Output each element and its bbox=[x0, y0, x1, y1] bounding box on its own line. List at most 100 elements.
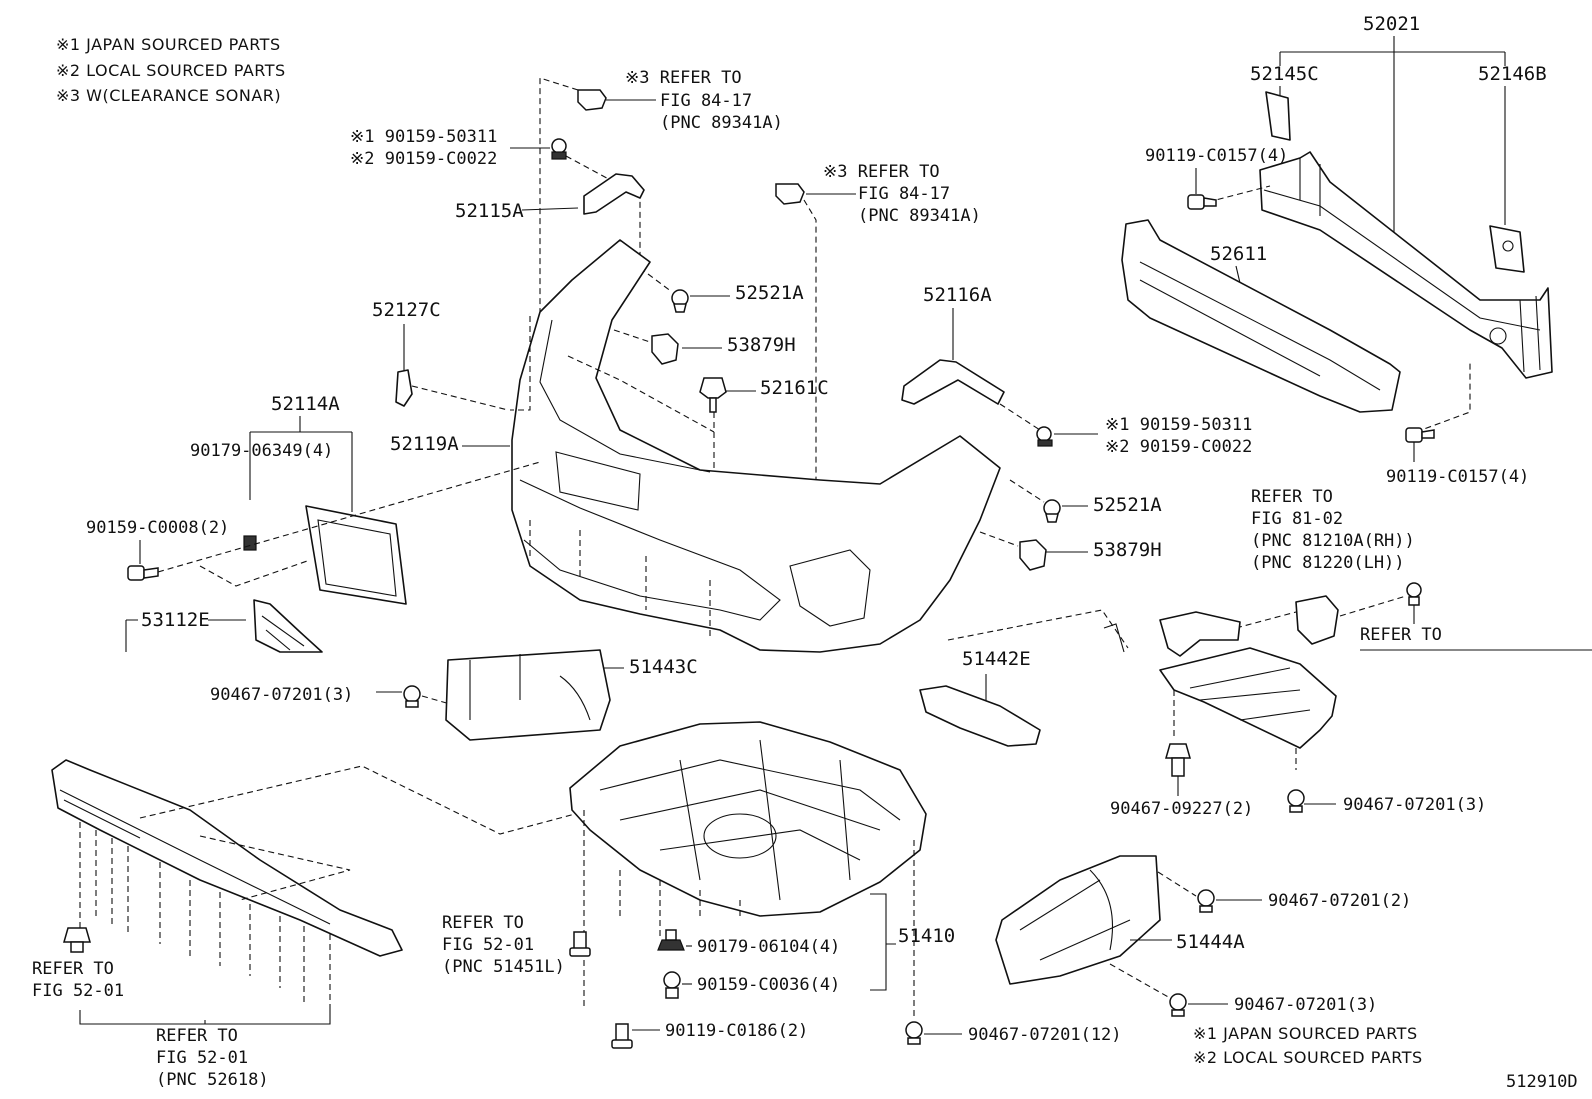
clip-left-japan: ※1 90159-50311 bbox=[350, 127, 497, 147]
bumper-cover bbox=[511, 239, 1001, 653]
clip-90467-07201-2 bbox=[1197, 889, 1215, 913]
fog-ref-line1: REFER TO bbox=[1251, 487, 1333, 507]
ref-left-line1: REFER TO bbox=[32, 959, 114, 979]
bolt-90119-C0157-top bbox=[1187, 194, 1217, 210]
nut-90179-06104 bbox=[657, 929, 685, 951]
label-53879H-lower: 53879H bbox=[1093, 539, 1162, 561]
clip-left-local: ※2 90159-C0022 bbox=[350, 149, 497, 169]
bolt-90119-C0186 bbox=[611, 1023, 633, 1049]
note-local-sourced: ※2 LOCAL SOURCED PARTS bbox=[56, 61, 286, 80]
grille-insert bbox=[253, 599, 323, 653]
label-52145C: 52145C bbox=[1250, 63, 1319, 85]
ref-5201-line2: FIG 52-01 bbox=[442, 935, 534, 955]
label-52521A-lower: 52521A bbox=[1093, 494, 1162, 516]
bumper-cover-52119A: 52119A bbox=[390, 239, 1001, 653]
clip-90467-07201-right bbox=[1287, 789, 1305, 813]
label-51410: 51410 bbox=[898, 925, 955, 947]
sonar-ref-right: ※3 REFER TO FIG 84-17 (PNC 89341A) bbox=[775, 162, 981, 548]
label-51443C: 51443C bbox=[629, 656, 698, 678]
splash-shield-51444A bbox=[995, 855, 1161, 985]
nut-90179-06349 bbox=[243, 535, 257, 551]
splash-shield-51443C bbox=[445, 649, 611, 741]
ref-sonar-left-line3: (PNC 89341A) bbox=[660, 113, 783, 133]
label-52119A: 52119A bbox=[390, 433, 459, 455]
fog-lamp-screw bbox=[1406, 582, 1422, 606]
nut-52521A-lower bbox=[1043, 499, 1061, 523]
label-52114A: 52114A bbox=[271, 393, 340, 415]
label-90467-09227: 90467-09227(2) bbox=[1110, 799, 1253, 819]
ref-left-line2: FIG 52-01 bbox=[32, 981, 124, 1001]
label-90159-C0036: 90159-C0036(4) bbox=[697, 975, 840, 995]
fog-lamp-opening bbox=[789, 549, 871, 627]
label-53879H-upper: 53879H bbox=[727, 334, 796, 356]
retainer-group-left: ※1 90159-50311 ※2 90159-C0022 52115A 525… bbox=[350, 127, 829, 470]
ref-sonar-left-line2: FIG 84-17 bbox=[660, 91, 752, 111]
label-52021: 52021 bbox=[1363, 13, 1420, 35]
ref-5201-line1: REFER TO bbox=[442, 913, 524, 933]
bracket-52146B bbox=[1489, 225, 1525, 273]
license-plate-bracket bbox=[305, 505, 407, 605]
clip-90467-07201-3b bbox=[1169, 993, 1187, 1017]
reinforcement-group: 52021 52145C 52146B 52611 90119-C0157(4)… bbox=[1121, 13, 1553, 487]
label-90467-07201-12: 90467-07201(12) bbox=[968, 1025, 1122, 1045]
label-52127C: 52127C bbox=[372, 299, 441, 321]
ref-sonar-right-line1: ※3 REFER TO bbox=[823, 162, 940, 182]
ref-bottom-line1: REFER TO bbox=[156, 1026, 238, 1046]
ref-sonar-left-line1: ※3 REFER TO bbox=[625, 68, 742, 88]
sonar-sensor-right bbox=[775, 183, 805, 205]
ref-sonar-right-line3: (PNC 89341A) bbox=[858, 206, 981, 226]
label-90179-06104: 90179-06104(4) bbox=[697, 937, 840, 957]
note-local-sourced-bottom: ※2 LOCAL SOURCED PARTS bbox=[1193, 1048, 1423, 1067]
note-japan-sourced-bottom: ※1 JAPAN SOURCED PARTS bbox=[1193, 1024, 1418, 1043]
part-52127C-group: 52127C bbox=[372, 299, 509, 411]
retainer-group-right: 52116A ※1 90159-50311 ※2 90159-C0022 525… bbox=[901, 284, 1252, 571]
leader-52021 bbox=[1279, 36, 1506, 262]
fog-ref-line4: (PNC 81220(LH)) bbox=[1251, 553, 1405, 573]
label-90159-C0008: 90159-C0008(2) bbox=[86, 518, 229, 538]
splash-shield-51443C-group: 51443C 90467-07201(3) bbox=[210, 649, 698, 741]
clip-right-local: ※2 90159-C0022 bbox=[1105, 437, 1252, 457]
bolt-ref-5201 bbox=[569, 931, 591, 957]
ref-bottom-line3: (PNC 52618) bbox=[156, 1070, 269, 1090]
fog-lamp-cover bbox=[1159, 611, 1241, 657]
label-52611: 52611 bbox=[1210, 243, 1267, 265]
grille-53112E-group: 53112E bbox=[125, 599, 323, 653]
clip-90467-07201-12 bbox=[905, 1021, 923, 1045]
label-90467-07201-right: 90467-07201(3) bbox=[1343, 795, 1486, 815]
bolt-90119-C0157-bottom bbox=[1405, 427, 1435, 443]
ref-bottom-line2: FIG 52-01 bbox=[156, 1048, 248, 1068]
license-bracket-group: 52114A 90179-06349(4) 90159-C0008(2) bbox=[86, 393, 541, 605]
note-japan-sourced: ※1 JAPAN SOURCED PARTS bbox=[56, 35, 281, 54]
engine-under-cover bbox=[569, 721, 927, 917]
refer-to-right: REFER TO bbox=[1360, 625, 1442, 645]
label-53112E: 53112E bbox=[141, 609, 210, 631]
label-90119-C0157-top: 90119-C0157(4) bbox=[1145, 146, 1288, 166]
label-90179-06349: 90179-06349(4) bbox=[190, 441, 333, 461]
clip-right-japan: ※1 90159-50311 bbox=[1105, 415, 1252, 435]
screw-90159-C0036 bbox=[663, 971, 681, 999]
label-52521A-upper: 52521A bbox=[735, 282, 804, 304]
label-90467-07201-left: 90467-07201(3) bbox=[210, 685, 353, 705]
fog-lamp-ref: REFER TO FIG 81-02 (PNC 81210A(RH)) (PNC… bbox=[1159, 487, 1592, 657]
label-90467-07201-3b: 90467-07201(3) bbox=[1234, 995, 1377, 1015]
nut-52521A-upper bbox=[671, 289, 689, 313]
rivet-52161C bbox=[699, 377, 727, 413]
seal-51442E bbox=[919, 685, 1041, 747]
reinforcement-beam bbox=[1259, 151, 1553, 379]
clip-absorber-left bbox=[63, 927, 91, 953]
figure-id: 512910D bbox=[1506, 1072, 1578, 1092]
clip-53879H-lower bbox=[1019, 539, 1047, 571]
front-lower-absorber bbox=[51, 759, 403, 957]
fog-ref-line3: (PNC 81210A(RH)) bbox=[1251, 531, 1415, 551]
label-90119-C0186: 90119-C0186(2) bbox=[665, 1021, 808, 1041]
clip-90159-right bbox=[1036, 426, 1053, 447]
label-51442E: 51442E bbox=[962, 648, 1031, 670]
seal-51442E-group: 51442E bbox=[919, 609, 1129, 747]
note-clearance-sonar: ※3 W(CLEARANCE SONAR) bbox=[56, 86, 281, 105]
right-under-cover-group: 90467-09227(2) 90467-07201(3) bbox=[1110, 647, 1486, 819]
lower-absorber-group: REFER TO FIG 52-01 REFER TO FIG 52-01 (P… bbox=[32, 759, 591, 1090]
splash-shield-51444A-group: 90467-07201(2) 51444A 90467-07201(3) bbox=[995, 855, 1411, 1017]
label-90467-07201-2: 90467-07201(2) bbox=[1268, 891, 1411, 911]
notes-bottom: ※1 JAPAN SOURCED PARTS ※2 LOCAL SOURCED … bbox=[1193, 1024, 1423, 1067]
